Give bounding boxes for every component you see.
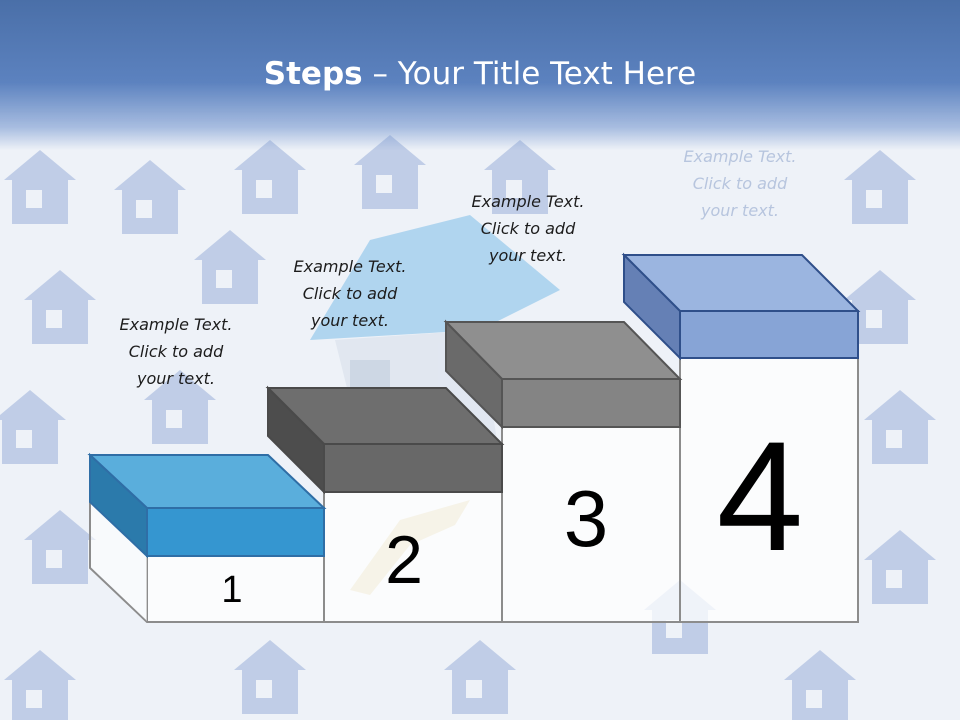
step-2-caption-line3: your text. — [310, 311, 389, 330]
step-3-caption-line3: your text. — [488, 246, 567, 265]
step-4-caption[interactable]: Example Text. Click to add your text. — [650, 143, 830, 224]
step-3-number: 3 — [563, 474, 609, 563]
step-2-block[interactable] — [265, 385, 505, 495]
slide-title-bold: Steps — [263, 56, 363, 92]
step-3-block[interactable] — [443, 319, 683, 430]
step-4-caption-line3: your text. — [700, 201, 779, 220]
step-2-caption-line2: Click to add — [302, 284, 398, 303]
step-1-block[interactable] — [87, 452, 327, 559]
step-3-caption[interactable]: Example Text. Click to add your text. — [438, 188, 618, 269]
step-1-caption-line3: your text. — [136, 369, 215, 388]
step-1-caption[interactable]: Example Text. Click to add your text. — [86, 311, 266, 392]
step-2-caption[interactable]: Example Text. Click to add your text. — [260, 253, 440, 334]
step-4-caption-line2: Click to add — [692, 174, 788, 193]
step-2-caption-line1: Example Text. — [293, 257, 407, 276]
step-2-number: 2 — [385, 522, 423, 598]
title-banner — [0, 0, 960, 150]
step-3-caption-line1: Example Text. — [471, 192, 585, 211]
step-4-caption-line1: Example Text. — [683, 147, 797, 166]
step-1-number: 1 — [221, 569, 243, 611]
step-4-number: 4 — [716, 410, 804, 584]
step-3-caption-line2: Click to add — [480, 219, 576, 238]
step-4-block[interactable] — [621, 252, 861, 361]
slide-title[interactable]: Steps – Your Title Text Here — [0, 56, 960, 92]
step-1-caption-line2: Click to add — [128, 342, 224, 361]
step-1-caption-line1: Example Text. — [119, 315, 233, 334]
slide-title-rest: – Your Title Text Here — [362, 56, 697, 92]
